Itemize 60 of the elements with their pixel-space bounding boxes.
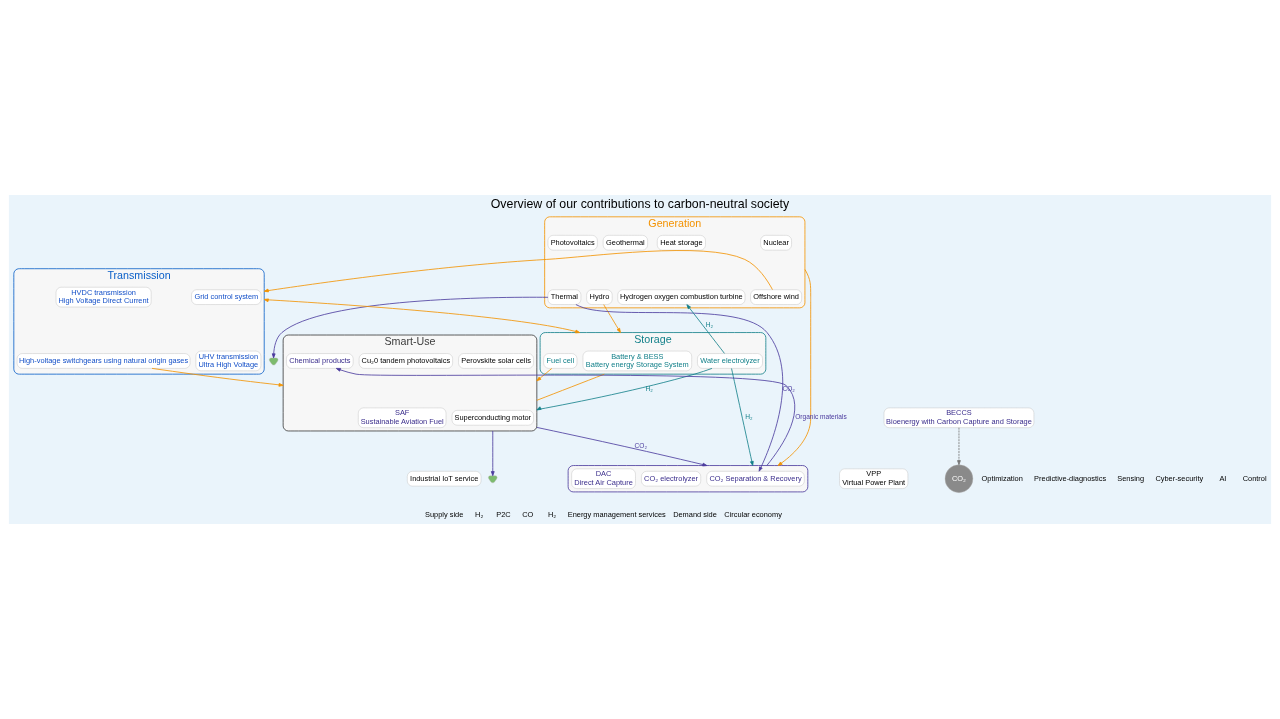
node-box: Hydrogen oxygen combustion turbine <box>617 289 746 305</box>
arrow <box>686 304 725 354</box>
arrow <box>151 368 284 387</box>
node-box: Photovoltaics <box>547 235 598 251</box>
label: H₂ <box>475 509 484 519</box>
label: Demand side <box>673 509 717 519</box>
label: Sensing <box>1117 473 1145 483</box>
node-box: SAF Sustainable Aviation Fuel <box>358 407 447 428</box>
node-box: Superconducting motor <box>451 410 534 426</box>
arrow <box>536 427 708 467</box>
node-box: Chemical products <box>286 353 354 369</box>
label: Control <box>1242 473 1267 483</box>
arrow <box>263 250 773 293</box>
arrow <box>731 368 754 466</box>
node-box: Offshore wind <box>750 289 802 305</box>
label: P2C <box>496 509 511 519</box>
node-box: CO₂ electrolyzer <box>641 471 701 487</box>
node-box: HVDC transmission High Voltage Direct Current <box>55 287 152 308</box>
node-box: Battery & BESS Battery energy Storage System <box>582 350 692 372</box>
arrow <box>536 368 553 382</box>
node-box: Grid control system <box>191 289 262 305</box>
arrow <box>777 269 812 466</box>
node-box: Perovskite solar cells <box>458 353 534 369</box>
node-box: Geothermal <box>602 235 648 251</box>
node-box: BECCS Bioenergy with Carbon Capture and Storage <box>883 407 1035 428</box>
arrow <box>335 368 796 466</box>
label: Supply side <box>425 509 464 519</box>
node-box: DAC Direct Air Capture <box>571 468 636 489</box>
node-box: Heat storage <box>657 235 706 251</box>
label: CO <box>522 509 534 519</box>
node-box: Industrial IoT service <box>407 471 482 487</box>
node-box: UHV transmission Ultra High Voltage <box>195 350 262 372</box>
node-box: Fuel cell <box>543 353 578 369</box>
arrow <box>603 304 621 333</box>
node-box: Cu₂0 tandem photovoltaics <box>358 353 453 369</box>
node-box: Hydro <box>586 289 613 305</box>
node-box: Thermal <box>547 289 582 305</box>
node-circle: CO₂ <box>944 464 974 493</box>
label: Circular economy <box>724 509 782 519</box>
label: Optimization <box>981 473 1023 483</box>
arrow <box>957 427 961 466</box>
label: H₂ <box>547 509 557 519</box>
arrow <box>271 296 549 359</box>
connector <box>536 373 605 401</box>
label: Cyber-security <box>1155 473 1204 483</box>
arrow <box>263 298 581 334</box>
label: Predictive-diagnostics <box>1034 473 1107 483</box>
label: AI <box>1219 473 1227 483</box>
diagram-title: Overview of our contributions to carbon-neutral society <box>490 197 790 212</box>
arrow <box>490 430 495 477</box>
node-box: VPP Virtual Power Plant <box>839 468 909 489</box>
label: Energy management services <box>567 509 666 519</box>
node-box: Water electrolyzer <box>697 353 763 369</box>
arrow <box>536 368 713 411</box>
node-box: CO₂ Separation & Recovery <box>706 471 805 487</box>
node-box: High-voltage switchgears using natural origin gases <box>16 353 191 369</box>
node-box: Nuclear <box>760 235 792 251</box>
node-picture <box>269 357 279 366</box>
arrow <box>575 304 784 472</box>
node-picture <box>488 475 498 484</box>
